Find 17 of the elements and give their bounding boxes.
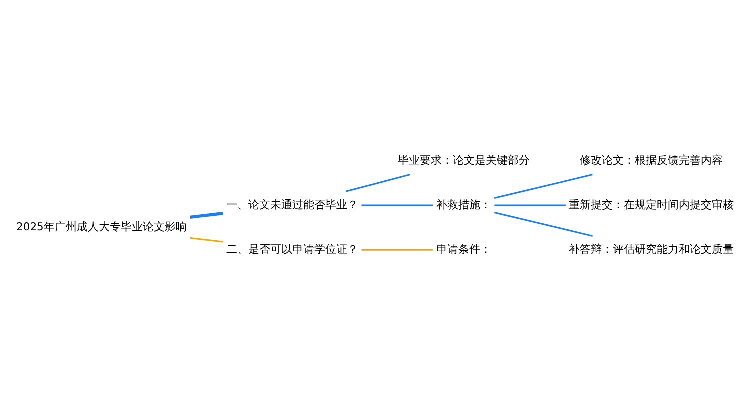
- connector: [190, 212, 224, 218]
- connector: [494, 211, 593, 236]
- connector: [362, 204, 433, 206]
- node-text: 申请条件：: [436, 242, 492, 256]
- connector: [362, 248, 433, 250]
- node-text: 毕业要求：论文是关键部分: [398, 153, 530, 166]
- connector: [346, 174, 410, 192]
- node-text: 补答辩：评估研究能力和论文质量: [568, 242, 734, 256]
- node-text: 修改论文：根据反馈完善内容: [580, 153, 723, 166]
- node-text: 2025年广州成人大专毕业论文影响: [16, 220, 187, 234]
- connector: [494, 204, 566, 206]
- node-text: 重新提交：在规定时间内提交审核: [568, 198, 734, 211]
- node-text: 补救措施：: [436, 198, 492, 211]
- connector: [190, 236, 224, 242]
- node-text: 二、是否可以申请学位证？: [226, 242, 358, 256]
- node-text: 一、论文未通过能否毕业？: [226, 198, 358, 211]
- connector: [494, 174, 593, 199]
